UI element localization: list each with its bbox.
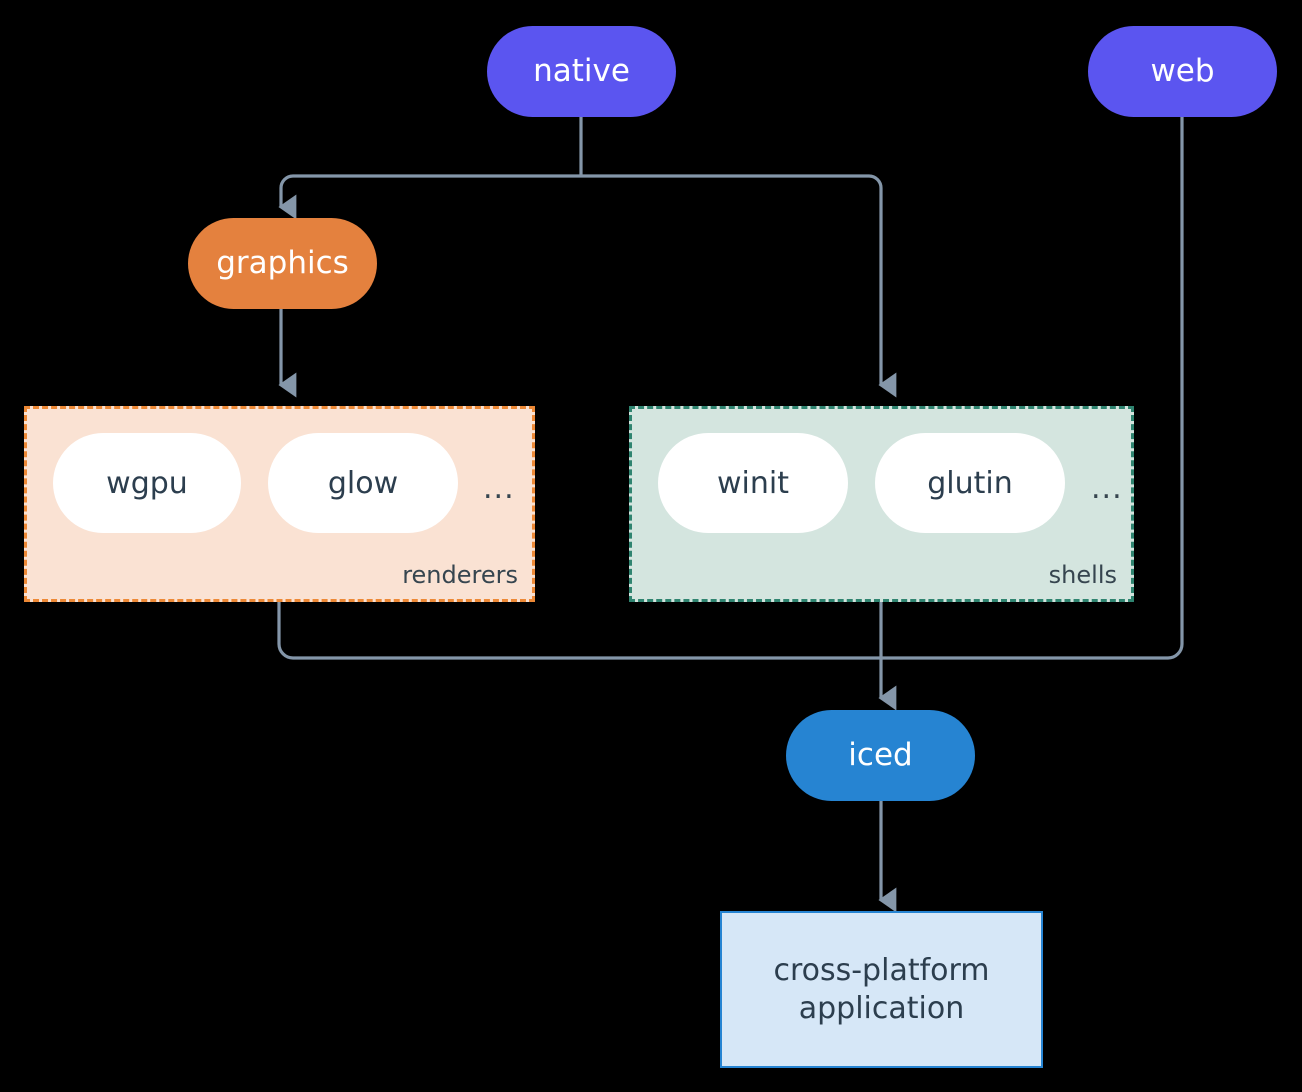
node-graphics-label: graphics: [216, 245, 349, 282]
cluster-renderers-label: renderers: [402, 561, 518, 589]
leaf-wgpu-label: wgpu: [106, 465, 188, 501]
node-native[interactable]: native: [487, 26, 676, 117]
node-web-label: web: [1150, 53, 1215, 90]
node-native-label: native: [533, 53, 630, 90]
leaf-wgpu[interactable]: wgpu: [53, 433, 241, 533]
renderers-overflow-ellipsis: ...: [483, 471, 515, 506]
cluster-renderers: wgpu glow ... renderers: [24, 406, 535, 602]
node-application-label-line2: application: [798, 990, 965, 1026]
node-application-label-line1: cross-platform: [773, 953, 990, 988]
edge-native-to-graphics: [278, 174, 581, 220]
leaf-winit-label: winit: [717, 465, 789, 501]
node-application[interactable]: cross-platform application: [720, 911, 1043, 1068]
cluster-shells-label: shells: [1048, 561, 1117, 589]
leaf-glow-label: glow: [327, 465, 399, 501]
cluster-shells: winit glutin ... shells: [629, 406, 1134, 602]
edge-renderers-to-iced: [277, 601, 881, 660]
node-web[interactable]: web: [1088, 26, 1277, 117]
shells-overflow-ellipsis: ...: [1091, 471, 1123, 506]
leaf-glutin[interactable]: glutin: [875, 433, 1065, 533]
node-iced-label: iced: [848, 737, 913, 774]
leaf-glow[interactable]: glow: [268, 433, 458, 533]
leaf-glutin-label: glutin: [927, 465, 1013, 501]
edge-native-to-shells: [581, 174, 897, 398]
node-graphics[interactable]: graphics: [188, 218, 377, 309]
node-iced[interactable]: iced: [786, 710, 975, 801]
leaf-winit[interactable]: winit: [658, 433, 848, 533]
